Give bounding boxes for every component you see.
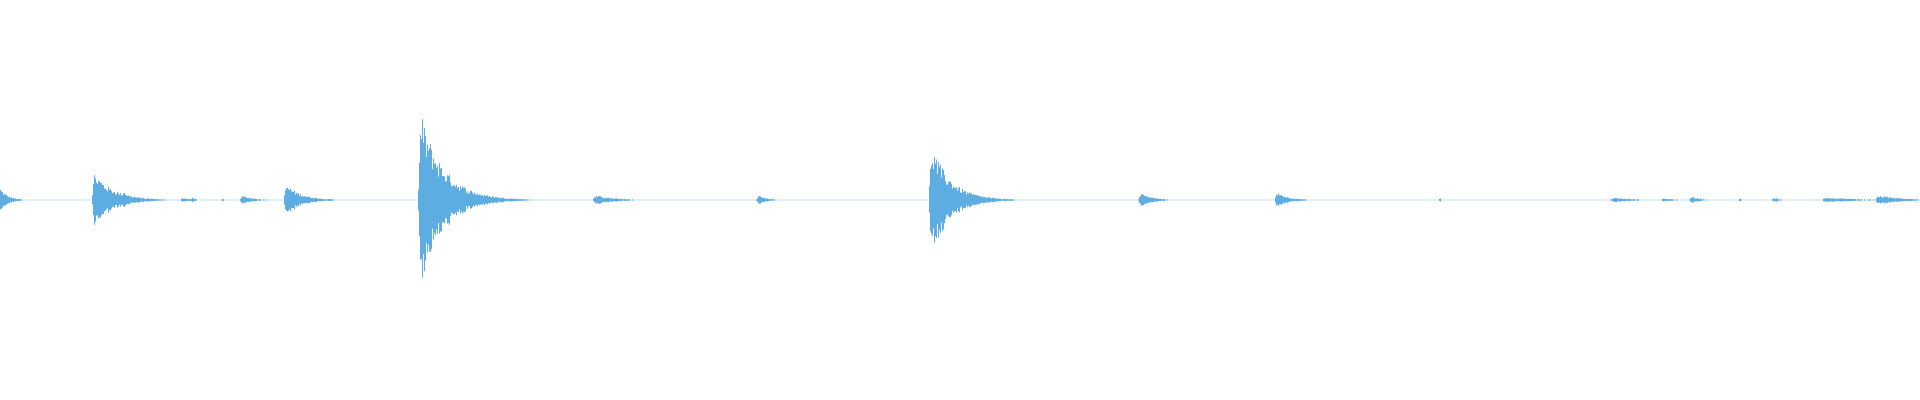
waveform-samples — [0, 119, 1918, 278]
waveform-trace — [0, 119, 1918, 278]
